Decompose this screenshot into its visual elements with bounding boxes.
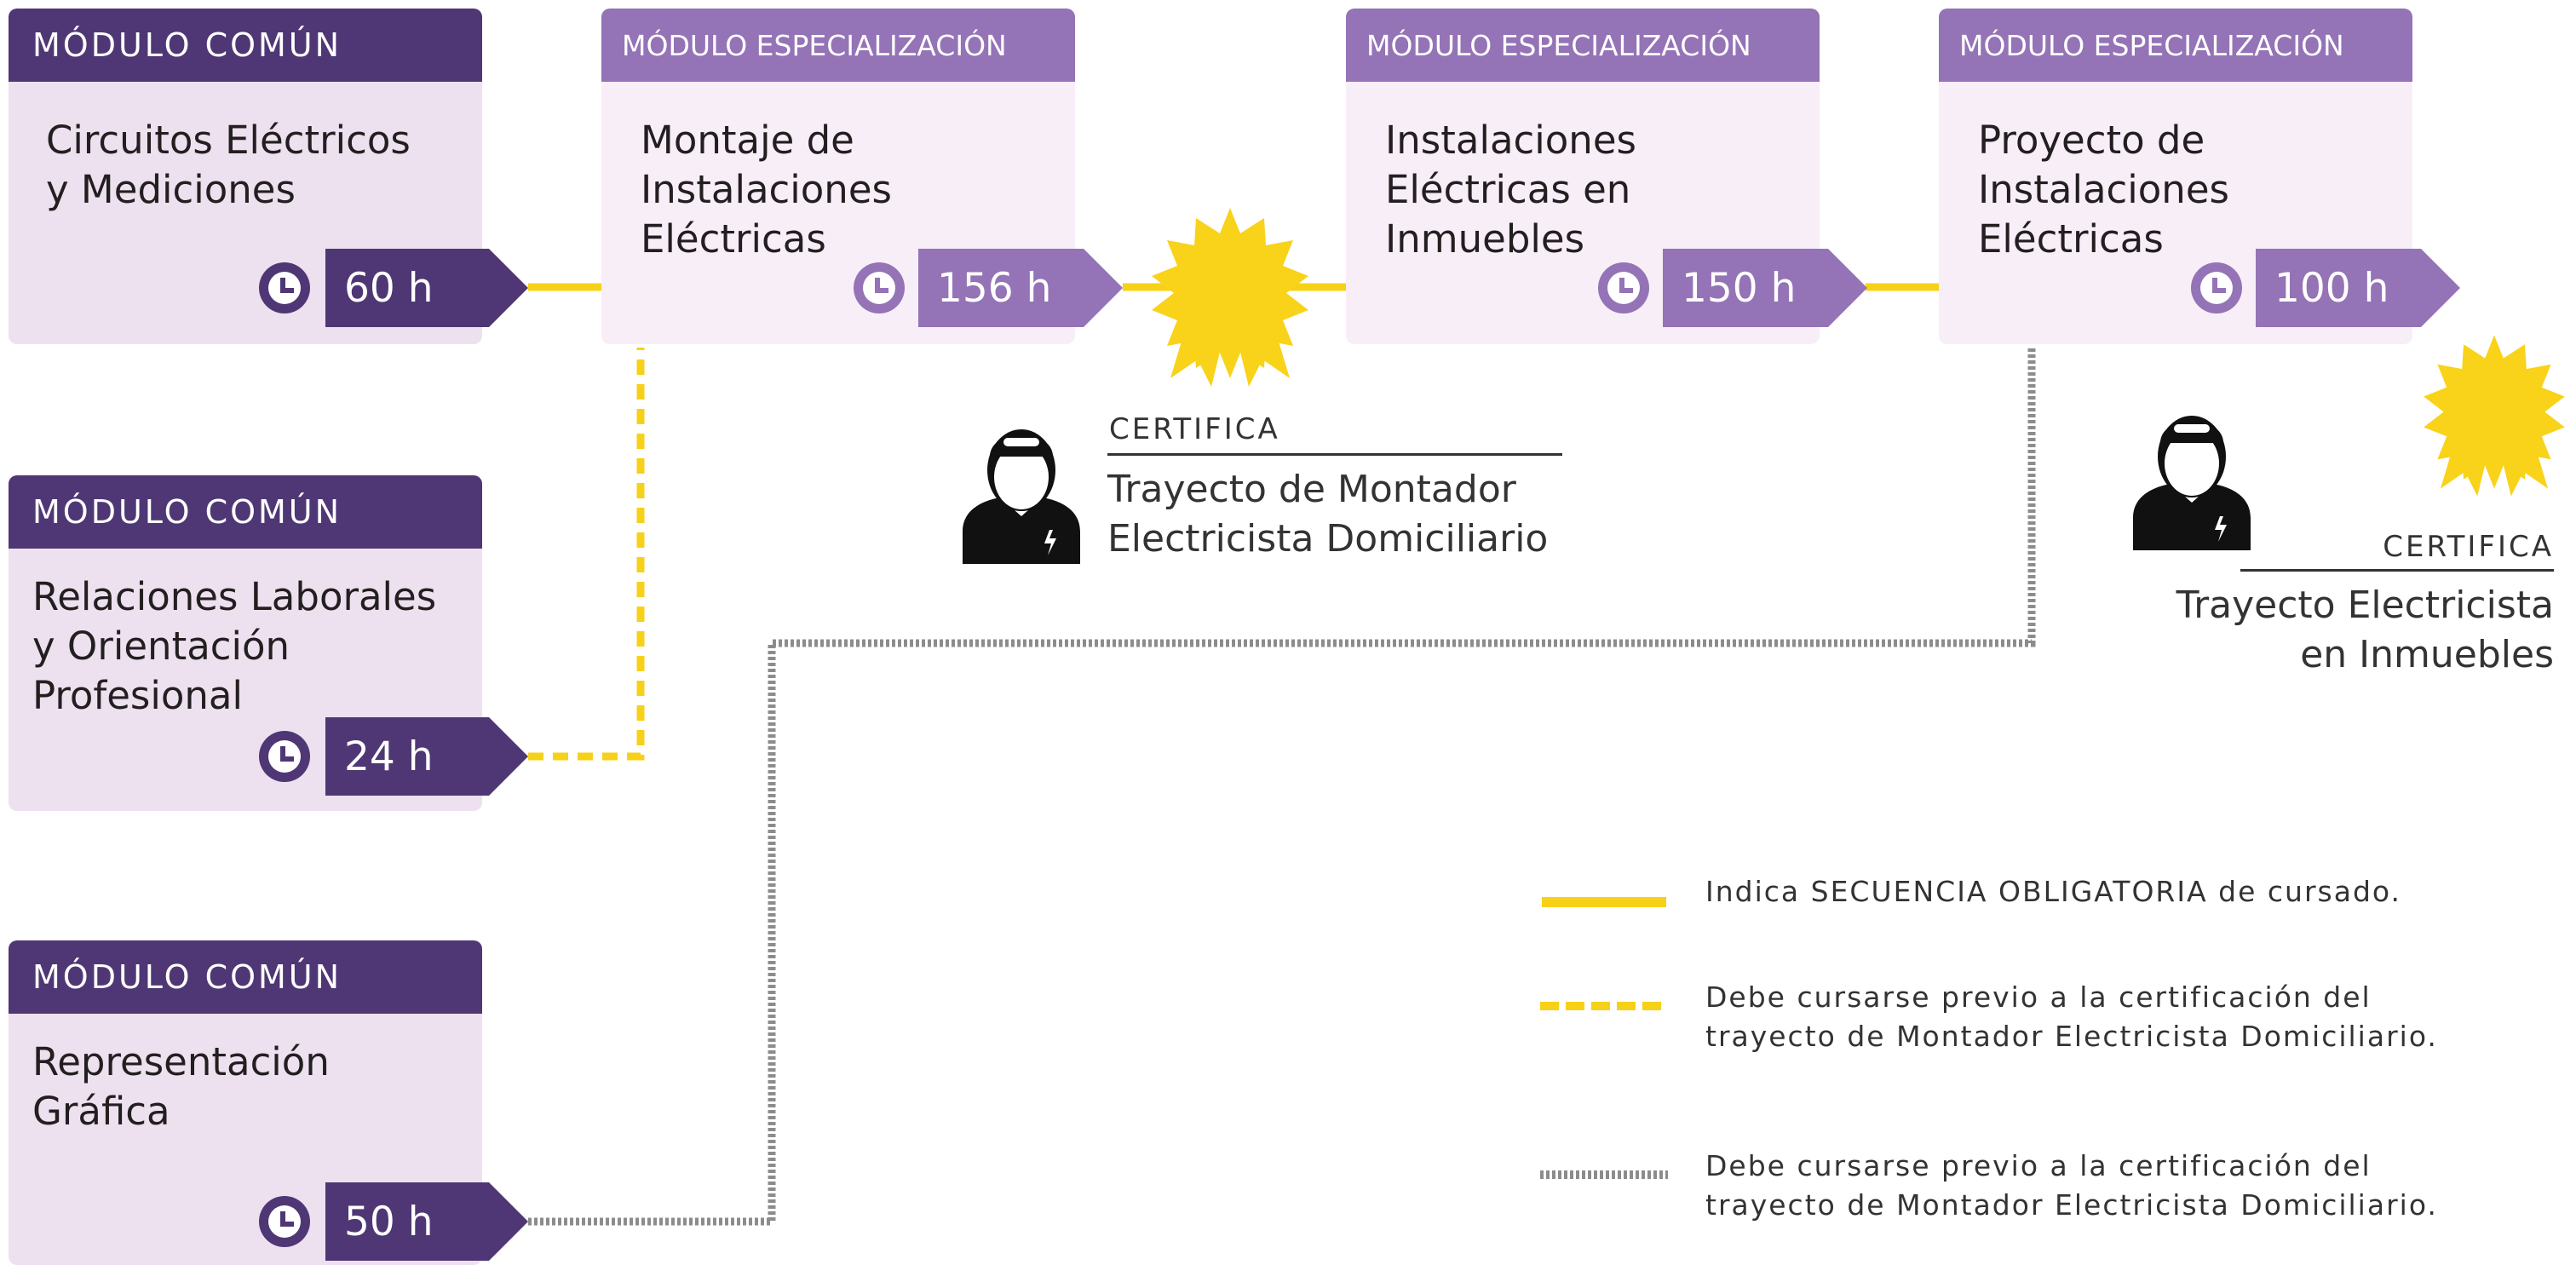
prereq-line-relaciones xyxy=(528,348,645,761)
clock-icon xyxy=(259,731,310,782)
certificate-name: Trayecto de Montador Electricista Domici… xyxy=(1107,468,1549,561)
hours-tag: 100 h xyxy=(2256,249,2460,327)
certificate-badge-icon xyxy=(1152,208,1308,387)
hours-value: 60 h xyxy=(344,264,434,312)
hours-tag: 50 h xyxy=(325,1182,528,1261)
clock-icon xyxy=(259,1196,310,1247)
module-title: Proyecto de Instalaciones Eléctricas xyxy=(1978,118,2229,262)
legend-text-prereq-yellow: Debe cursarse previo a la certificación … xyxy=(1705,980,2438,1053)
clock-icon xyxy=(259,262,310,313)
legend-dashed-gray-line xyxy=(1540,1170,1668,1179)
hours-value: 24 h xyxy=(344,733,434,780)
hours-tag: 156 h xyxy=(918,249,1123,327)
hours-value: 150 h xyxy=(1682,264,1797,312)
module-title: Instalaciones Eléctricas en Inmuebles xyxy=(1385,118,1636,262)
legend-text-sequence: Indica SECUENCIA OBLIGATORIA de cursado. xyxy=(1705,875,2401,908)
module-header: MÓDULO COMÚN xyxy=(9,9,482,82)
hours-tag: 150 h xyxy=(1663,249,1867,327)
hours-value: 50 h xyxy=(344,1198,434,1245)
clock-icon xyxy=(1598,262,1649,313)
electrician-icon xyxy=(963,429,1080,564)
certificate-name: Trayecto Electricista en Inmuebles xyxy=(2176,584,2554,676)
legend-dashed-yellow-line xyxy=(1540,1002,1668,1010)
module-title: Representación Gráfica xyxy=(32,1039,330,1134)
electrician-icon xyxy=(2133,416,2251,550)
certificate-divider xyxy=(2240,569,2554,572)
module-title: Circuitos Eléctricos y Mediciones xyxy=(46,118,411,212)
prereq-line-representacion xyxy=(528,348,2036,1226)
module-header: MÓDULO COMÚN xyxy=(9,940,482,1014)
certificate-divider xyxy=(1107,453,1562,456)
module-header: MÓDULO COMÚN xyxy=(9,475,482,549)
certificate-label: CERTIFICA xyxy=(2383,530,2554,564)
hours-value: 100 h xyxy=(2274,264,2389,312)
certificate-label: CERTIFICA xyxy=(1109,412,1280,446)
hours-value: 156 h xyxy=(937,264,1052,312)
module-relaciones: MÓDULO COMÚN Relaciones Laborales y Orie… xyxy=(9,475,482,811)
module-circuitos: MÓDULO COMÚN Circuitos Eléctricos y Medi… xyxy=(9,9,482,344)
certificate-badge-icon xyxy=(2424,335,2565,497)
legend-text-prereq-gray: Debe cursarse previo a la certificación … xyxy=(1705,1149,2438,1222)
clock-icon xyxy=(2191,262,2242,313)
module-header: MÓDULO ESPECIALIZACIÓN xyxy=(1346,9,1820,82)
module-header: MÓDULO ESPECIALIZACIÓN xyxy=(1939,9,2412,82)
legend-solid-line xyxy=(1542,897,1666,907)
clock-icon xyxy=(854,262,905,313)
module-proyecto: MÓDULO ESPECIALIZACIÓN Proyecto de Insta… xyxy=(1939,9,2412,344)
hours-tag: 24 h xyxy=(325,717,528,796)
module-title: Montaje de Instalaciones Eléctricas xyxy=(641,118,892,262)
module-header: MÓDULO ESPECIALIZACIÓN xyxy=(601,9,1075,82)
hours-tag: 60 h xyxy=(325,249,528,327)
module-title: Relaciones Laborales y Orientación Profe… xyxy=(32,574,437,718)
